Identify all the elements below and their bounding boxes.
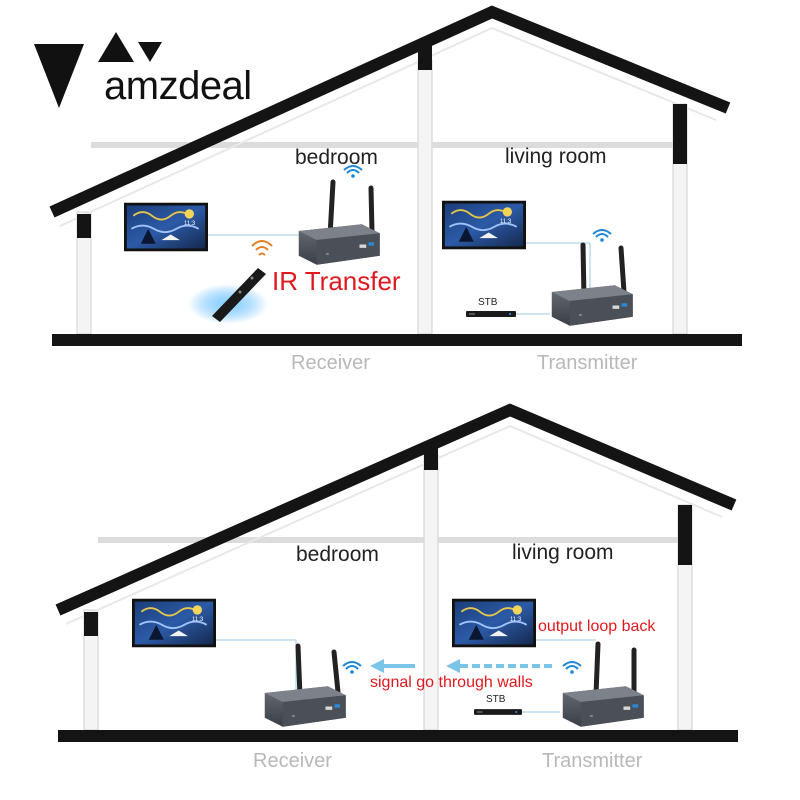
top-receiver-label: Receiver: [291, 352, 370, 374]
top-house: [49, 5, 742, 346]
bottom-bedroom-tv-clock: 11:3: [192, 617, 204, 623]
top-living-room-label: living room: [505, 145, 607, 168]
tv-icon: [124, 202, 208, 252]
output-loop-back-label: output loop back: [538, 618, 656, 635]
bottom-receiver-label: Receiver: [253, 750, 332, 772]
bottom-stb-label: STB: [486, 694, 506, 705]
bottom-living-room-label: living room: [512, 541, 614, 564]
bottom-house: [55, 403, 738, 742]
top-stb-label: STB: [478, 297, 498, 308]
amzdeal-logo: amzdeal: [28, 28, 268, 118]
top-bedroom-tv-clock: 11:3: [184, 221, 196, 227]
arrow-left-icon: [370, 659, 552, 673]
bottom-living-tv-clock: 11:3: [510, 617, 522, 623]
ir-transfer-label: IR Transfer: [272, 266, 401, 296]
brand-name: amzdeal: [104, 64, 252, 108]
bottom-transmitter-label: Transmitter: [542, 750, 643, 772]
amzdeal-logo-icon: [34, 32, 162, 108]
top-transmitter-label: Transmitter: [537, 352, 638, 374]
bottom-bedroom-label: bedroom: [296, 543, 379, 566]
top-bedroom-label: bedroom: [295, 146, 378, 169]
top-living-tv-clock: 11:3: [500, 219, 512, 225]
signal-through-walls-label: signal go through walls: [370, 674, 533, 691]
